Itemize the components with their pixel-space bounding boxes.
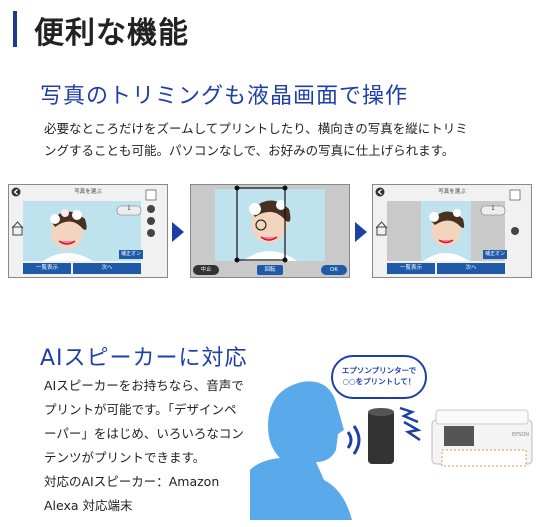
correction-badge[interactable]: 補正オン: [119, 250, 143, 259]
step-arrow: [172, 222, 184, 242]
body-line: プリントが可能です。「デザインペ: [44, 402, 237, 417]
lcd-screen-crop: 中止 回転 OK: [190, 184, 350, 278]
next-button[interactable]: 次へ: [101, 265, 113, 271]
lcd-screen-select: 写真を選ぶ 1 補正オン 一覧表示 次へ: [8, 184, 168, 278]
ai-speaker-illustration: EPSON: [250, 381, 533, 520]
left-action-button: [23, 263, 71, 274]
section-trimming-body: 必要なところだけをズームしてプリントしたり、横向きの写真を縦にトリミ ングするこ…: [44, 118, 484, 162]
section-trimming-title: 写真のトリミングも液晶画面で操作: [40, 84, 409, 109]
right-action-button: [73, 263, 141, 274]
body-line: 必要なところだけをズームしてプリントしたり、横向きの写真を縦にトリミ: [44, 121, 468, 136]
screen-title: 写真を選ぶ: [74, 189, 102, 195]
ok-action-button: [321, 265, 347, 275]
cancel-action-button: [193, 265, 219, 275]
move-icon: [255, 219, 267, 231]
next-button[interactable]: 次へ: [465, 265, 477, 271]
lcd-screen-result: 写真を選ぶ 1 補正オン 一覧表示 次へ: [372, 184, 532, 278]
bubble-line: ○○をプリントして！: [342, 377, 416, 386]
speech-bubble: エプソンプリンターで ○○をプリントして！: [331, 355, 427, 399]
edit-icon: [147, 229, 155, 237]
left-action-button: [387, 263, 435, 274]
body-line: ングすることも可能。パソコンなしで、お好みの写真に仕上げられます。: [44, 143, 455, 158]
home-icon: [376, 226, 387, 236]
list-view-button[interactable]: 一覧表示: [35, 265, 58, 271]
rotate-action-button: [257, 265, 283, 275]
back-icon: [375, 187, 385, 197]
photo-counter: 1: [491, 205, 495, 212]
body-line: ーパー」をはじめ、いろいろなコン: [44, 426, 244, 441]
lightning-icon: [399, 406, 422, 442]
sound-wave-icon: [346, 425, 361, 455]
screen-title: 写真を選ぶ: [438, 189, 466, 195]
rotate-button[interactable]: 回転: [264, 267, 276, 273]
section-ai-speaker-title: AIスピーカーに対応: [40, 346, 248, 371]
back-icon: [11, 187, 21, 197]
bubble-line: エプソンプリンターで: [341, 366, 417, 375]
printer-brand: EPSON: [512, 432, 529, 438]
right-action-button: [437, 263, 505, 274]
header-bar: [13, 11, 17, 47]
cancel-button[interactable]: 中止: [200, 267, 212, 273]
photo-counter: 1: [127, 205, 131, 212]
info-icon: [147, 205, 155, 213]
step-arrow: [355, 222, 367, 242]
page-title: 便利な機能: [34, 16, 189, 51]
ok-button[interactable]: OK: [330, 267, 338, 273]
section-ai-speaker-body: AIスピーカーをお持ちなら、音声で プリントが可能です。「デザインペ ーパー」を…: [44, 374, 254, 518]
correction-badge[interactable]: 補正オン: [483, 250, 507, 259]
body-line: 対応のAIスピーカー：Amazon: [44, 474, 220, 489]
person-silhouette: [250, 381, 352, 520]
body-line: テンツがプリントできます。: [44, 450, 206, 465]
crop-frame: [236, 187, 286, 261]
list-view-button[interactable]: 一覧表示: [399, 265, 422, 271]
home-icon: [12, 226, 23, 236]
edit-icon: [511, 227, 519, 235]
zoom-icon: [147, 217, 155, 225]
smart-speaker: [368, 410, 394, 464]
body-line: Alexa 対応端末: [44, 498, 133, 513]
body-line: AIスピーカーをお持ちなら、音声で: [44, 378, 244, 393]
